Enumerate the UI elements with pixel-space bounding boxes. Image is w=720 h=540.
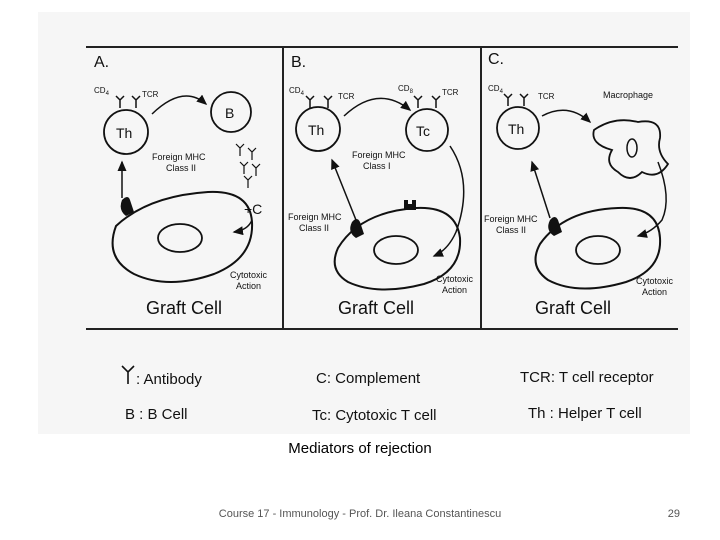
cytotoxic-t-cell — [405, 108, 449, 152]
b-cell — [210, 91, 252, 133]
macrophage-attack-arrow — [636, 161, 667, 238]
tcr-label: TCR — [538, 92, 555, 101]
tc-attack-arrow — [432, 145, 465, 257]
legend-tc: Tc: Cytotoxic T cell — [312, 407, 436, 424]
helper-t-cell-label: Th — [508, 121, 524, 137]
figure-svg: A. CD4 TCR Th B Foreign MHC Class II +C … — [86, 46, 678, 424]
receptor-icon — [305, 95, 315, 108]
panel-c: C. CD4 TCR Th Macrophage Foreign MHC Cla… — [484, 51, 674, 318]
panel-letter: A. — [94, 54, 109, 71]
legend: : Antibody C: Complement TCR: T cell rec… — [121, 365, 654, 424]
receptor-icon — [323, 95, 333, 108]
mhc-label: Class II — [496, 225, 526, 235]
panel-a: A. CD4 TCR Th B Foreign MHC Class II +C … — [94, 54, 268, 318]
antibody-icons — [235, 143, 261, 188]
cytotoxic-action-label: Action — [642, 287, 667, 297]
graft-cell — [333, 206, 462, 291]
cd4-label: CD4 — [488, 84, 504, 95]
tcr-label: TCR — [142, 90, 159, 99]
receptor-icon — [131, 95, 141, 108]
page-number: 29 — [667, 508, 680, 520]
helper-t-cell-label: Th — [116, 125, 132, 141]
cd4-label: CD4 — [289, 86, 305, 97]
cytotoxic-action-label: Cytotoxic — [636, 276, 674, 286]
mhc-label: Foreign MHC — [152, 152, 206, 162]
receptor-icon — [431, 95, 441, 108]
rejection-mechanisms-figure: A. CD4 TCR Th B Foreign MHC Class II +C … — [38, 12, 690, 434]
receptor-icon — [519, 93, 529, 106]
helper-t-cell — [295, 106, 341, 152]
graft-cell — [111, 190, 254, 283]
receptor-icon — [115, 95, 125, 108]
receptor-icon — [413, 95, 423, 108]
legend-bcell: B : B Cell — [125, 406, 188, 423]
mhc-class-ii-label: Class II — [299, 223, 329, 233]
activation-arrow — [343, 97, 412, 117]
figure-caption: Mediators of rejection — [288, 440, 432, 457]
helper-t-cell-label: Th — [308, 122, 324, 138]
b-cell-label: B — [225, 105, 234, 121]
complement-arrow — [232, 219, 253, 236]
panel-b: B. CD4 TCR Th CD8 TCR Tc Foreign MHC Cla… — [288, 54, 474, 318]
mhc-molecule — [120, 197, 134, 216]
cytotoxic-action-label: Action — [236, 281, 261, 291]
panel-letter: C. — [488, 51, 504, 68]
tcr-label: TCR — [338, 92, 355, 101]
receptor-icon — [503, 93, 513, 106]
helper-t-cell — [103, 109, 149, 155]
legend-antibody: : Antibody — [136, 371, 202, 388]
activation-arrow — [151, 94, 208, 115]
cytotoxic-action-label: Cytotoxic — [230, 270, 268, 280]
macrophage-label: Macrophage — [603, 90, 653, 100]
graft-nucleus — [373, 235, 419, 265]
mhc-to-th-arrow — [331, 158, 357, 221]
mhc-class-i-label: Class I — [363, 161, 391, 171]
cytotoxic-t-cell-label: Tc — [416, 123, 430, 139]
antibody-icon — [121, 365, 135, 384]
helper-t-cell — [496, 106, 540, 150]
cytotoxic-action-label: Cytotoxic — [436, 274, 474, 284]
mhc-class-ii-label: Foreign MHC — [288, 212, 342, 222]
graft-cell-label: Graft Cell — [146, 298, 222, 318]
complement-label: +C — [244, 201, 262, 217]
macrophage-nucleus — [626, 138, 638, 158]
legend-complement: C: Complement — [316, 370, 421, 387]
tcr-label: TCR — [442, 88, 459, 97]
mhc-label: Class II — [166, 163, 196, 173]
cd8-label: CD8 — [398, 84, 414, 95]
graft-nucleus — [575, 235, 621, 265]
graft-nucleus — [157, 223, 203, 253]
mhc-molecule — [350, 219, 364, 238]
mhc-label: Foreign MHC — [484, 214, 538, 224]
cytotoxic-action-label: Action — [442, 285, 467, 295]
graft-cell — [534, 206, 662, 290]
legend-th: Th : Helper T cell — [528, 405, 642, 422]
activation-arrow — [541, 109, 592, 124]
mhc-to-th-arrow — [530, 160, 551, 219]
macrophage — [592, 119, 670, 179]
graft-cell-label: Graft Cell — [338, 298, 414, 318]
cd4-label: CD4 — [94, 86, 110, 97]
graft-cell-label: Graft Cell — [535, 298, 611, 318]
mhc-class-i-label: Foreign MHC — [352, 150, 406, 160]
panel-letter: B. — [291, 54, 306, 71]
course-footer: Course 17 - Immunology - Prof. Dr. Ilean… — [218, 508, 502, 520]
legend-tcr: TCR: T cell receptor — [520, 369, 654, 386]
